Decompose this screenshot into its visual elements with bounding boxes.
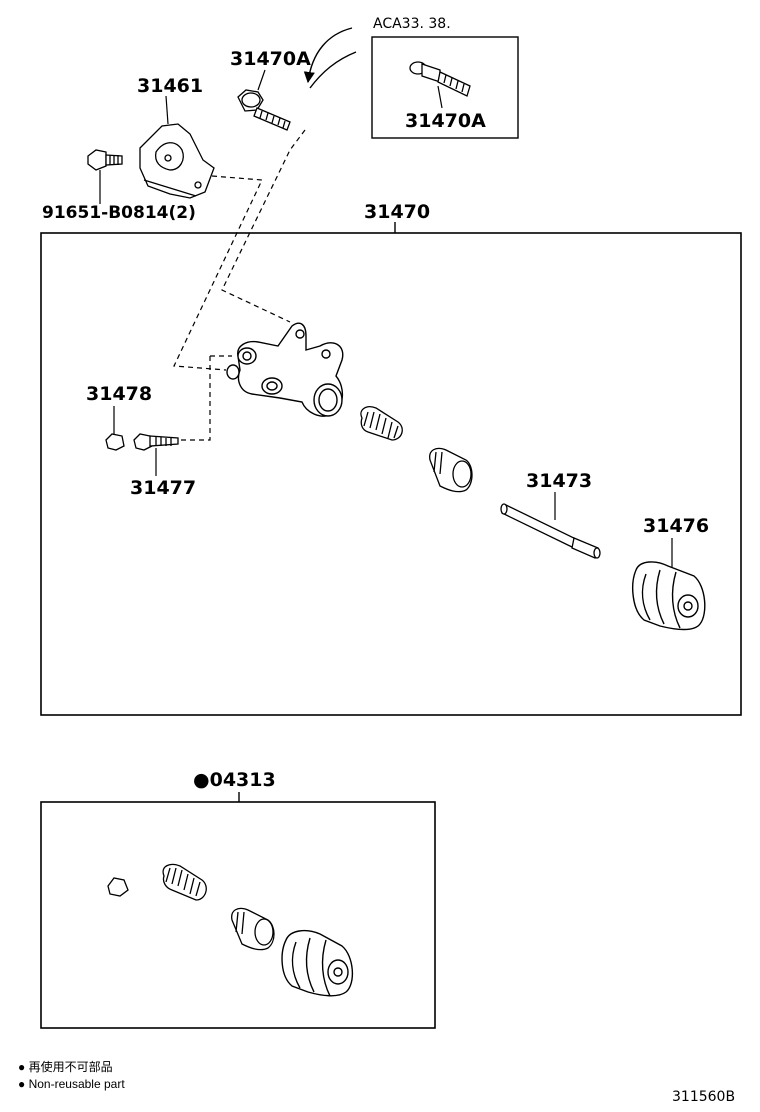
bracket-31461 <box>139 123 215 199</box>
label-31470A[interactable]: 31470A <box>230 48 311 70</box>
legend-text-jp: 再使用不可部品 <box>28 1060 113 1074</box>
label-91651-B0814[interactable]: 91651-B0814(2) <box>42 203 196 223</box>
leader-31470A-variant <box>437 85 443 109</box>
non-reusable-marker: ● <box>193 769 210 791</box>
leader-31461 <box>165 95 169 125</box>
piston-cup <box>429 447 473 493</box>
variant-arrow-upper <box>303 27 353 84</box>
variant-box-frame <box>371 36 519 139</box>
legend-marker-en: ● <box>18 1077 26 1091</box>
label-31477[interactable]: 31477 <box>130 477 197 499</box>
bleeder-cap <box>105 433 125 451</box>
cylinder-body <box>226 322 344 417</box>
figure-id: 311560B <box>672 1089 736 1105</box>
label-04313-text: 04313 <box>209 769 276 791</box>
legend-jp: ● 再使用不可部品 <box>18 1061 113 1073</box>
bolt-31470A-variant <box>409 61 471 97</box>
dashed-connectors <box>173 129 306 441</box>
bleeder-screw <box>133 433 179 451</box>
variant-note: ACA33. 38. <box>373 16 451 32</box>
spring <box>360 406 403 441</box>
label-31473[interactable]: 31473 <box>526 470 593 492</box>
assembly-31470-frame <box>40 232 742 716</box>
label-31478[interactable]: 31478 <box>86 383 153 405</box>
variant-arrow-lower <box>309 51 357 89</box>
label-04313[interactable]: ●04313 <box>193 771 276 790</box>
legend-marker-jp: ● <box>18 1060 26 1074</box>
label-31470[interactable]: 31470 <box>364 201 431 223</box>
legend-en: ● Non-reusable part <box>18 1078 125 1090</box>
kit-bleeder-cap <box>107 877 129 897</box>
kit-spring <box>162 863 207 901</box>
kit-piston-cup <box>231 907 275 951</box>
kit-boot <box>281 929 353 997</box>
bolt-91651 <box>87 149 123 171</box>
kit-04313-frame <box>40 801 436 1029</box>
bolt-31470A <box>237 89 291 131</box>
leader-31470A <box>257 69 266 91</box>
legend-text-en: Non-reusable part <box>28 1077 125 1091</box>
label-31461[interactable]: 31461 <box>137 75 204 97</box>
push-rod <box>500 503 601 559</box>
boot <box>632 561 706 631</box>
label-31476[interactable]: 31476 <box>643 515 710 537</box>
label-31470A-variant[interactable]: 31470A <box>405 110 486 132</box>
